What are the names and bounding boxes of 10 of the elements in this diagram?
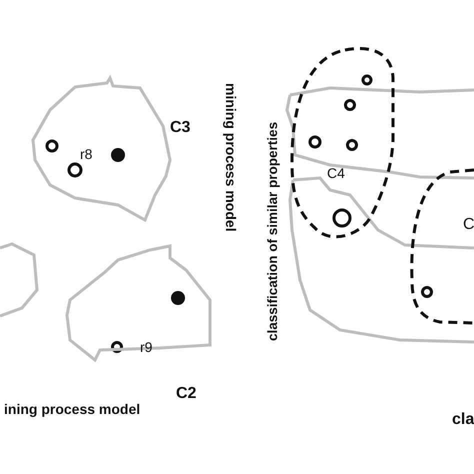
cluster-label: C: [463, 217, 474, 233]
cluster-label: C4: [327, 166, 345, 180]
cluster-label: C3: [170, 120, 190, 136]
point-label: r8: [80, 147, 92, 161]
cluster-label: cla: [452, 412, 474, 428]
axis-label: mining process model: [224, 83, 238, 232]
axis-label: ining process model: [4, 402, 140, 416]
axis-label: classification of similar properties: [266, 122, 280, 341]
point-label: r9: [140, 340, 152, 354]
cluster-label: C2: [176, 386, 196, 402]
